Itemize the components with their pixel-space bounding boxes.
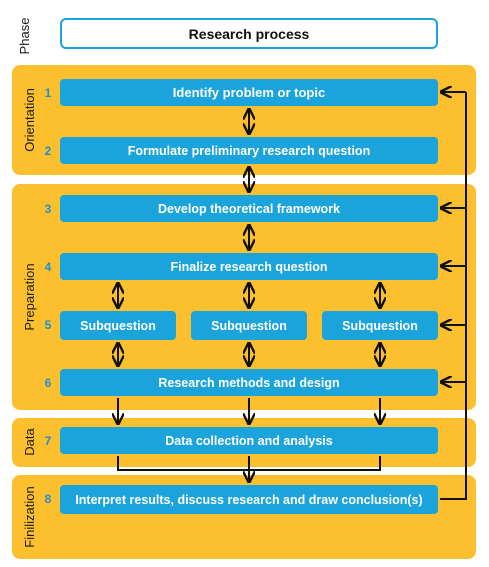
step-box-theoretical-framework: Develop theoretical framework xyxy=(60,195,438,222)
step-number-8: 8 xyxy=(44,492,52,506)
step-number-6: 6 xyxy=(44,376,52,390)
step-number-3: 3 xyxy=(44,202,52,216)
subquestion-box-2: Subquestion xyxy=(191,311,307,340)
step-box-research-methods: Research methods and design xyxy=(60,369,438,396)
step-box-finalize-question: Finalize research question xyxy=(60,253,438,280)
step-number-4: 4 xyxy=(44,260,52,274)
diagram-title: Research process xyxy=(60,18,438,49)
step-box-interpret-results: Interpret results, discuss research and … xyxy=(60,485,438,514)
phase-column-label: Phase xyxy=(17,17,32,55)
step-number-2: 2 xyxy=(44,144,52,158)
phase-label-orientation: Orientation xyxy=(22,88,37,152)
step-number-1: 1 xyxy=(44,86,52,100)
phase-label-finalization: Finilization xyxy=(22,486,37,548)
step-box-formulate-question: Formulate preliminary research question xyxy=(60,137,438,164)
step-box-identify-problem: Identify problem or topic xyxy=(60,79,438,106)
step-number-7: 7 xyxy=(44,434,52,448)
subquestion-box-1: Subquestion xyxy=(60,311,176,340)
step-box-data-collection: Data collection and analysis xyxy=(60,427,438,454)
phase-label-preparation: Preparation xyxy=(22,263,37,331)
step-number-5: 5 xyxy=(44,318,52,332)
subquestion-box-3: Subquestion xyxy=(322,311,438,340)
